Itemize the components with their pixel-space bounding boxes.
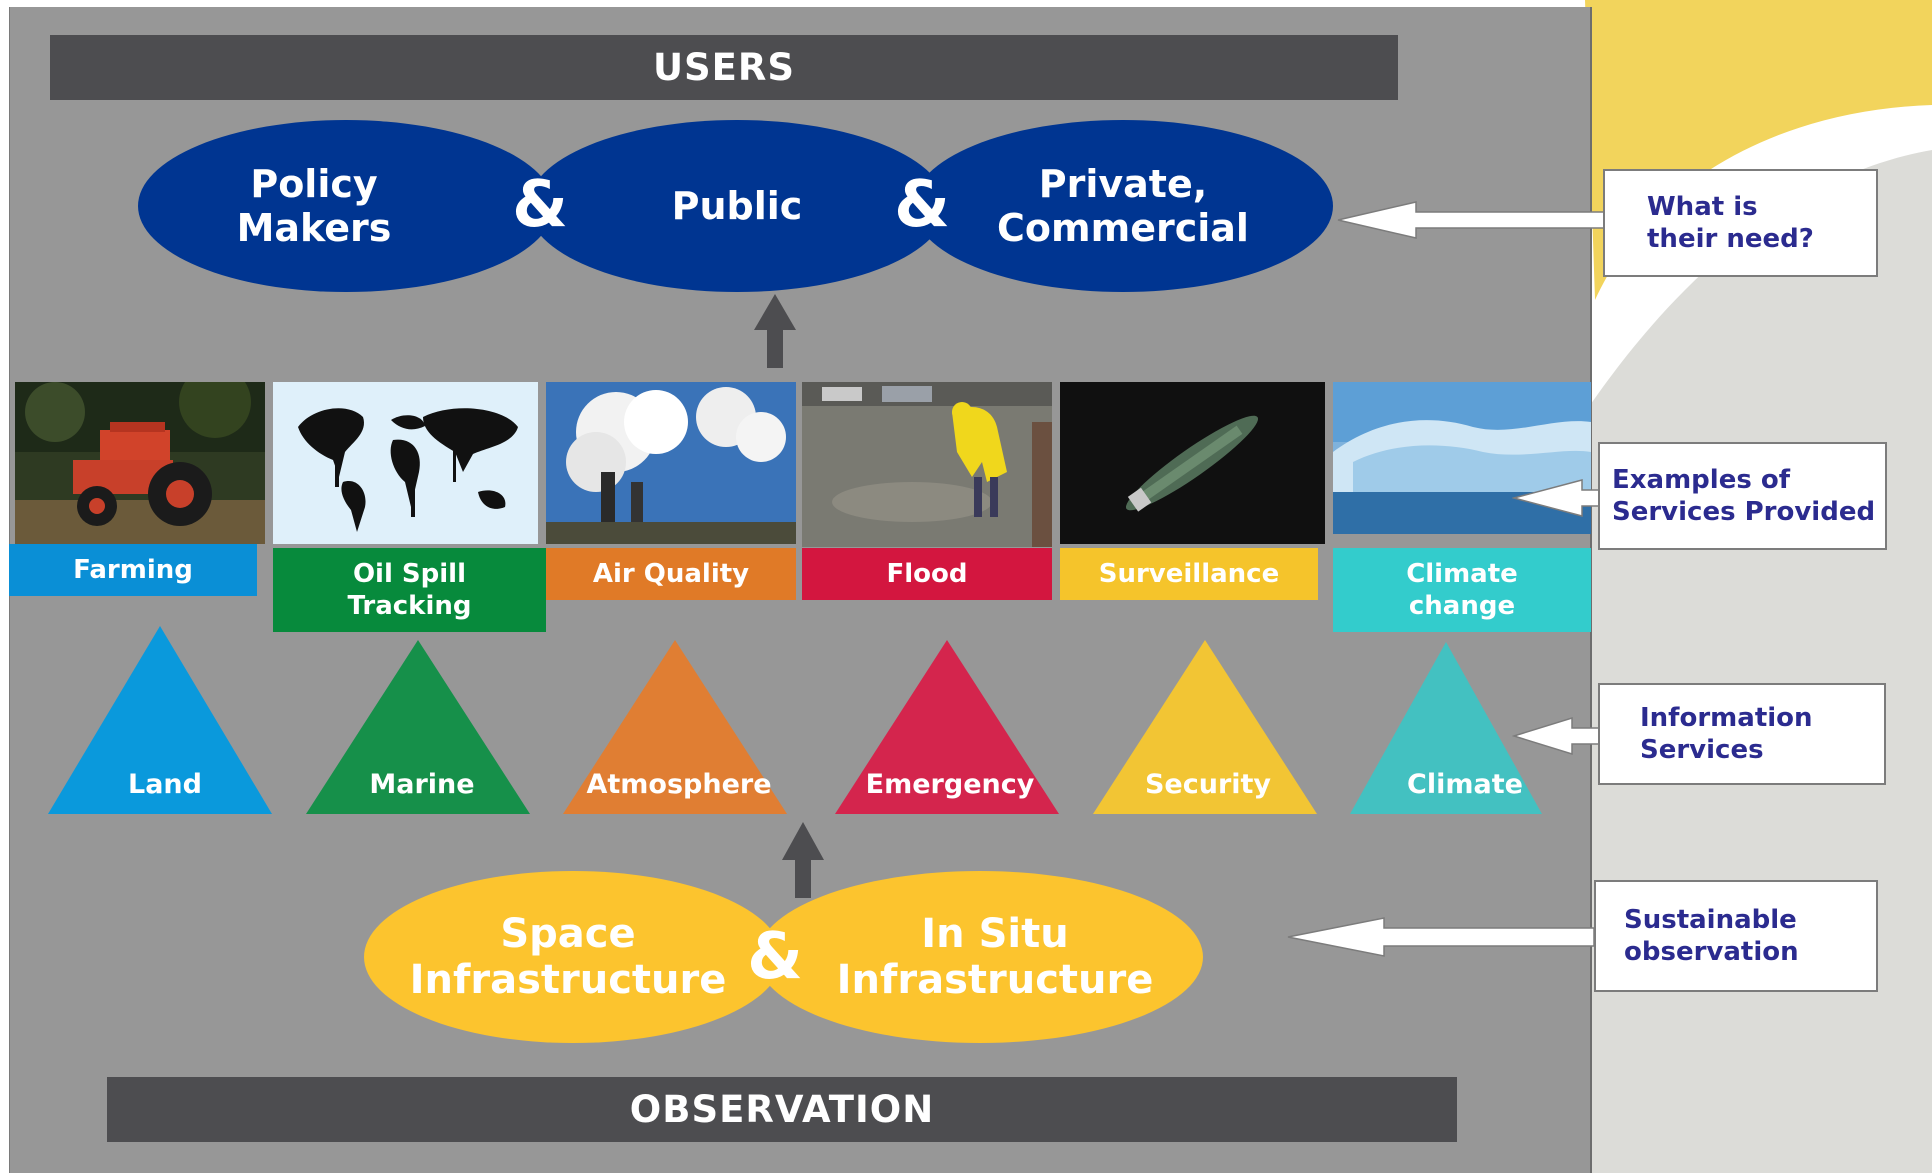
info-service-label-climate: Climate <box>1407 769 1523 800</box>
user-ellipse-public: Public <box>528 120 946 292</box>
info-service-label-security: Security <box>1144 769 1272 800</box>
infra-ellipse-space: Space Infrastructure <box>364 871 782 1043</box>
user-ellipse-private-commercial: Private, Commercial <box>913 120 1333 292</box>
triangle-marine <box>306 640 530 814</box>
ampersand-users-1: & <box>512 168 568 242</box>
ship-satellite-photo <box>1060 382 1325 544</box>
service-label-farming: Farming <box>9 544 257 596</box>
callout-sustainable-observation: Sustainable observation <box>1594 880 1878 992</box>
iceberg-photo <box>1333 382 1591 534</box>
service-label-climate-change: Climate change <box>1333 548 1591 632</box>
up-arrow-to-users <box>754 294 796 368</box>
ampersand-users-2: & <box>894 168 950 242</box>
triangle-climate <box>1350 642 1542 814</box>
info-service-label-marine: Marine <box>369 769 475 800</box>
triangle-emergency <box>835 640 1059 814</box>
info-service-label-emergency: Emergency <box>865 769 1035 800</box>
callout-arrow-observation <box>1287 917 1595 957</box>
observation-footer: OBSERVATION <box>107 1077 1457 1142</box>
smokestack-photo <box>546 382 796 544</box>
service-label-surveillance: Surveillance <box>1060 548 1318 600</box>
callout-arrow-information <box>1512 716 1601 756</box>
up-arrow-to-services <box>782 822 824 898</box>
ampersand-infrastructure: & <box>747 920 803 994</box>
triangle-atmosphere <box>563 640 787 814</box>
info-service-label-land: Land <box>128 769 202 800</box>
info-service-label-atmosphere: Atmosphere <box>586 769 772 800</box>
world-map-oil-photo <box>273 382 538 544</box>
tractor-photo <box>15 382 265 544</box>
triangle-security <box>1093 640 1317 814</box>
callout-examples-of-services: Examples of Services Provided <box>1598 442 1887 550</box>
triangle-land <box>48 626 272 814</box>
callout-arrow-services <box>1512 479 1611 517</box>
users-header: USERS <box>50 35 1398 100</box>
callout-information-services: Information Services <box>1598 683 1886 785</box>
callout-what-is-their-need: What is their need? <box>1603 169 1878 277</box>
callout-arrow-users <box>1337 201 1605 239</box>
service-label-flood: Flood <box>802 548 1052 600</box>
service-label-oil-spill: Oil Spill Tracking <box>273 548 546 632</box>
service-label-air-quality: Air Quality <box>546 548 796 600</box>
infra-ellipse-in-situ: In Situ Infrastructure <box>757 871 1203 1043</box>
user-ellipse-policy-makers: Policy Makers <box>138 120 554 292</box>
flood-worker-photo <box>802 382 1052 547</box>
